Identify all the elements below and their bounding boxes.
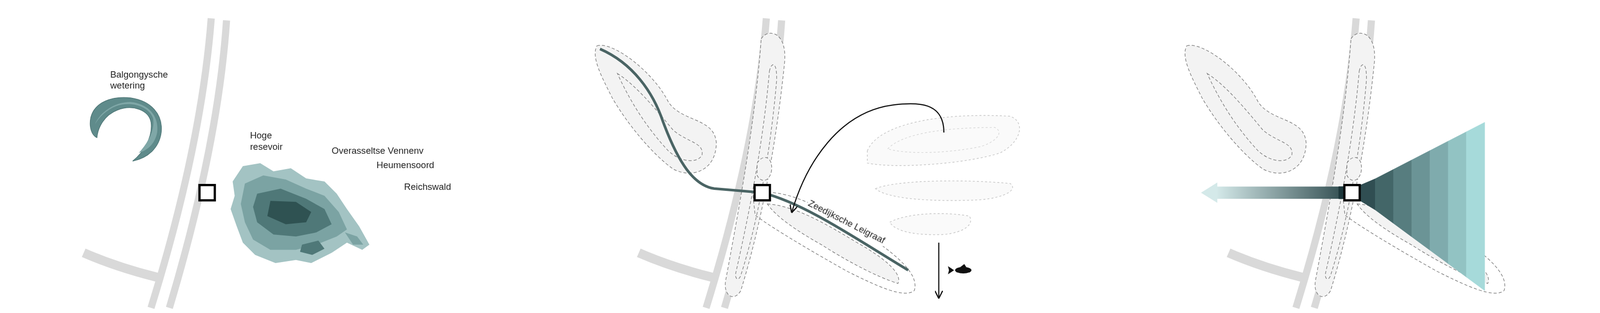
- location-square: [199, 184, 1360, 201]
- contour-line: [1325, 64, 1367, 279]
- road-segment: [83, 18, 227, 309]
- contour-line: [617, 73, 703, 161]
- contour-line: [1206, 73, 1292, 161]
- area-label: Balgongysche wetering: [110, 69, 174, 91]
- contour-line: [725, 33, 785, 297]
- contour-line: [595, 45, 717, 174]
- fan-band: [1466, 122, 1485, 291]
- place-label: Heumensoord: [376, 160, 435, 171]
- waterway-label: Zeedijksche Leigraaf: [805, 197, 888, 247]
- road: [83, 18, 1372, 309]
- contour-line: [1185, 45, 1307, 174]
- place-label: Reichswald: [403, 181, 451, 192]
- contour-group: [595, 33, 916, 297]
- fan-band: [1411, 150, 1430, 251]
- contour-line: [1346, 157, 1362, 180]
- place-label: Overasseltse Vennenv: [331, 145, 424, 157]
- location-square: [1344, 184, 1360, 201]
- area-shape: [228, 155, 374, 268]
- fan-band: [1429, 140, 1449, 264]
- flow-gradient: [1200, 122, 1485, 291]
- fan-band: [1375, 169, 1394, 224]
- contour-line: [735, 64, 777, 279]
- fan-band: [1393, 160, 1412, 237]
- fish-symbol: [947, 264, 972, 275]
- contour-line: [756, 157, 772, 180]
- location-square: [754, 184, 770, 201]
- contour-group: [1185, 33, 1506, 297]
- watercourse-area: Balgongysche wetering: [85, 69, 166, 167]
- contour-line: [1315, 33, 1375, 297]
- location-square: [199, 184, 215, 201]
- fan-band: [1448, 131, 1467, 277]
- area-shape: [85, 94, 166, 167]
- area-label: Hoge resevoir: [250, 131, 294, 153]
- water-route: [600, 48, 1021, 298]
- contour-line: [753, 192, 916, 294]
- contour-lines: [595, 33, 1506, 297]
